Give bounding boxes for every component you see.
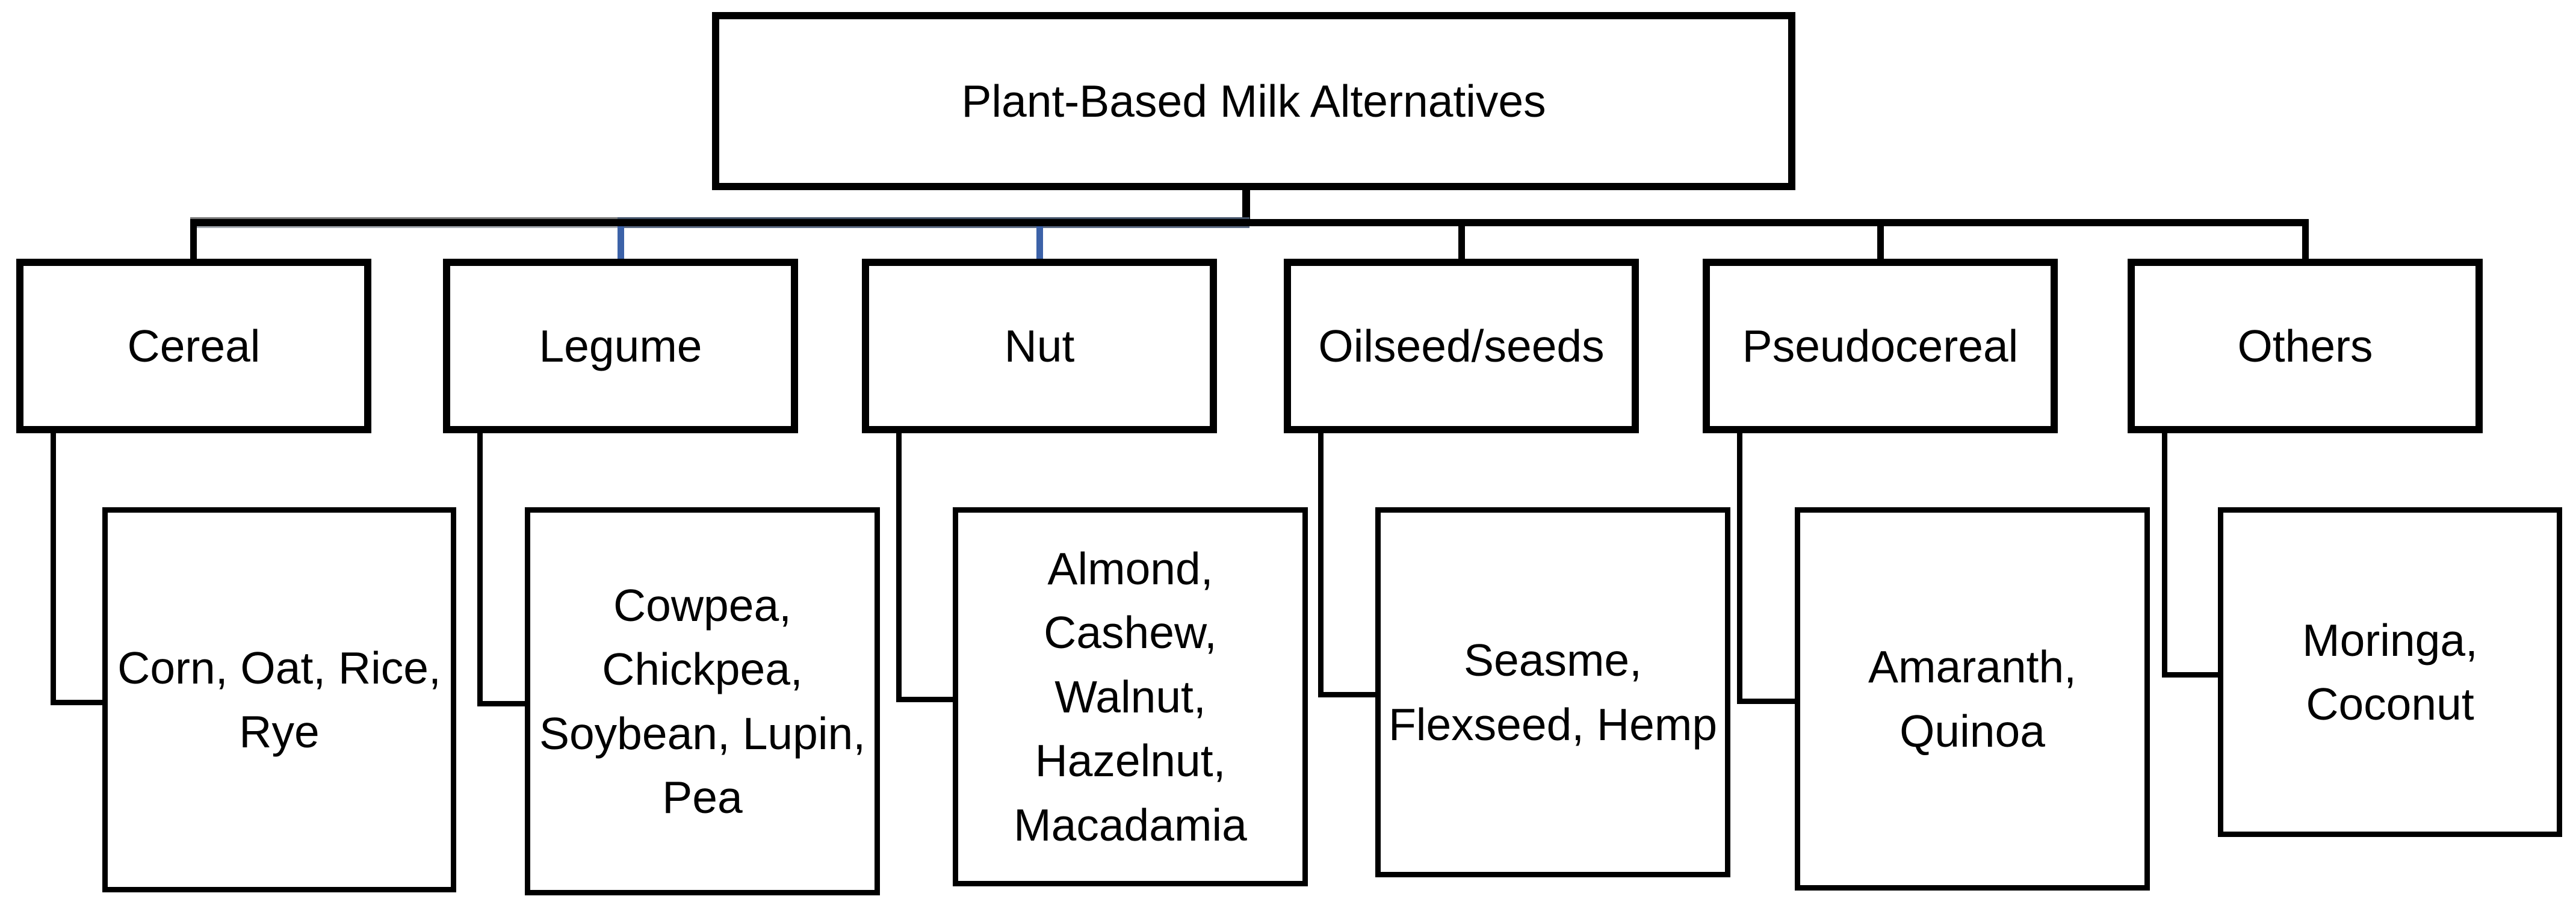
- connector-drop-oilseed-seeds: [1458, 226, 1465, 259]
- connector-drop-cereal: [190, 219, 197, 259]
- rail-bottom-edge-slate: [618, 226, 1249, 228]
- connector-elbow-vertical-oilseed-seeds: [1318, 433, 1324, 697]
- connector-elbow-horizontal-pseudocereal: [1737, 699, 1795, 704]
- category-label-oilseed-seeds: Oilseed/seeds: [1318, 320, 1605, 371]
- leaf-box-pseudocereal: Amaranth, Quinoa: [1795, 507, 2150, 891]
- root-title: Plant-Based Milk Alternatives: [961, 75, 1546, 126]
- leaf-box-cereal: Corn, Oat, Rice, Rye: [102, 507, 456, 892]
- connector-elbow-vertical-legume: [477, 433, 483, 706]
- rail-bottom-edge-gray: [190, 226, 618, 228]
- leaf-items-pseudocereal: Amaranth, Quinoa: [1868, 641, 2076, 756]
- category-label-cereal: Cereal: [127, 320, 261, 371]
- leaf-items-others: Moringa, Coconut: [2302, 614, 2478, 730]
- connector-elbow-horizontal-legume: [477, 701, 525, 706]
- category-box-oilseed-seeds: Oilseed/seeds: [1284, 259, 1639, 433]
- leaf-box-others: Moringa, Coconut: [2218, 507, 2562, 837]
- category-label-others: Others: [2237, 320, 2373, 371]
- category-box-legume: Legume: [443, 259, 798, 433]
- rail-top-edge-slate: [618, 217, 1249, 219]
- connector-drop-pseudocereal: [1877, 226, 1884, 259]
- rail-top-edge-gray: [190, 217, 618, 219]
- category-box-pseudocereal: Pseudocereal: [1703, 259, 2058, 433]
- leaf-items-nut: Almond, Cashew, Walnut, Hazelnut, Macada…: [1014, 543, 1247, 850]
- leaf-box-legume: Cowpea, Chickpea, Soybean, Lupin, Pea: [525, 507, 880, 895]
- category-label-legume: Legume: [539, 320, 702, 371]
- category-box-nut: Nut: [862, 259, 1217, 433]
- connector-elbow-vertical-pseudocereal: [1737, 433, 1742, 704]
- connector-elbow-vertical-nut: [896, 433, 902, 702]
- connector-elbow-horizontal-oilseed-seeds: [1318, 692, 1375, 697]
- leaf-box-nut: Almond, Cashew, Walnut, Hazelnut, Macada…: [953, 507, 1308, 886]
- rail-connector: [190, 219, 2309, 226]
- leaf-items-legume: Cowpea, Chickpea, Soybean, Lupin, Pea: [539, 579, 866, 823]
- connector-elbow-vertical-cereal: [51, 433, 56, 705]
- connector-elbow-horizontal-cereal: [51, 700, 102, 705]
- connector-elbow-horizontal-others: [2162, 672, 2218, 678]
- root-box: Plant-Based Milk Alternatives: [712, 12, 1795, 190]
- connector-drop-legume: [618, 226, 624, 259]
- category-box-others: Others: [2128, 259, 2483, 433]
- category-label-pseudocereal: Pseudocereal: [1742, 320, 2019, 371]
- leaf-items-cereal: Corn, Oat, Rice, Rye: [117, 642, 441, 758]
- connector-drop-others: [2302, 219, 2309, 259]
- leaf-items-oilseed-seeds: Seasme, Flexseed, Hemp: [1388, 635, 1718, 750]
- connector-elbow-horizontal-nut: [896, 697, 953, 702]
- category-label-nut: Nut: [1004, 320, 1075, 371]
- leaf-box-oilseed-seeds: Seasme, Flexseed, Hemp: [1375, 507, 1730, 877]
- connector-drop-nut: [1036, 226, 1043, 259]
- connector-elbow-vertical-others: [2162, 433, 2167, 678]
- category-box-cereal: Cereal: [16, 259, 371, 433]
